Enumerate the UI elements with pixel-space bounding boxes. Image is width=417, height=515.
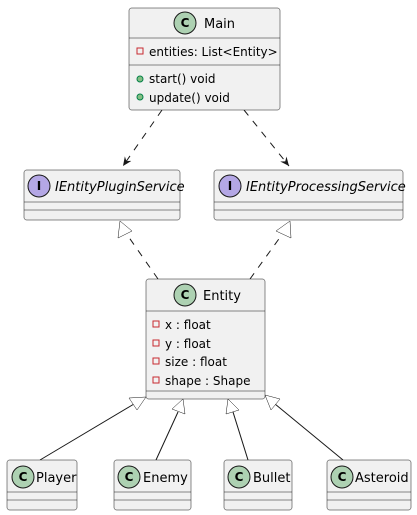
svg-text:C: C xyxy=(125,470,134,484)
edge-main-to-plugin-service xyxy=(122,109,163,167)
interface-title: IEntityProcessingService xyxy=(246,180,406,195)
class-badge-icon: C xyxy=(117,465,141,489)
private-field-icon xyxy=(152,320,160,328)
class-method: start() void xyxy=(149,72,216,86)
svg-text:C: C xyxy=(181,288,190,302)
class-badge-icon: C xyxy=(330,465,354,489)
edge-entity-realizes-processing-service xyxy=(249,220,292,280)
svg-text:I: I xyxy=(37,179,41,193)
class-badge-icon: C xyxy=(11,465,35,489)
class-title: Player xyxy=(36,471,77,486)
class-field: x : float xyxy=(165,318,211,332)
class-player[interactable]: C Player xyxy=(6,459,78,511)
svg-text:C: C xyxy=(19,470,28,484)
class-title: Enemy xyxy=(143,471,188,486)
class-title: Asteroid xyxy=(355,471,409,486)
edge-entity-realizes-plugin-service xyxy=(117,220,159,280)
svg-text:I: I xyxy=(228,179,232,193)
edge-player-extends-entity xyxy=(39,396,147,461)
interface-entity-processing-service[interactable]: I IEntityProcessingService xyxy=(213,169,406,221)
class-main[interactable]: C Main entities: List<Entity> start() vo… xyxy=(128,7,281,111)
interface-title: IEntityPluginService xyxy=(55,180,185,195)
class-title: Entity xyxy=(203,289,241,304)
svg-text:C: C xyxy=(235,470,244,484)
public-method-icon xyxy=(136,93,144,101)
class-badge-icon: C xyxy=(227,465,251,489)
class-entity[interactable]: C Entity x : float y : float size : floa… xyxy=(145,278,266,400)
class-title: Bullet xyxy=(253,471,290,486)
class-title: Main xyxy=(204,17,235,32)
class-field: shape : Shape xyxy=(165,374,250,388)
class-enemy[interactable]: C Enemy xyxy=(113,459,192,511)
interface-badge-icon: I xyxy=(27,174,51,198)
interface-badge-icon: I xyxy=(218,174,242,198)
class-field: entities: List<Entity> xyxy=(149,45,278,59)
public-method-icon xyxy=(136,75,144,83)
class-field: y : float xyxy=(165,337,211,351)
private-field-icon xyxy=(152,357,160,365)
edge-asteroid-extends-entity xyxy=(264,394,344,461)
edge-bullet-extends-entity xyxy=(225,398,249,461)
private-field-icon xyxy=(152,376,160,384)
class-bullet[interactable]: C Bullet xyxy=(223,459,293,511)
private-field-icon xyxy=(152,339,160,347)
relation-edges xyxy=(39,109,344,461)
private-field-icon xyxy=(136,47,144,55)
class-badge-icon: C xyxy=(173,11,197,35)
class-badge-icon: C xyxy=(173,283,197,307)
edge-enemy-extends-entity xyxy=(155,398,186,461)
class-asteroid[interactable]: C Asteroid xyxy=(326,459,412,511)
svg-text:C: C xyxy=(338,470,347,484)
class-method: update() void xyxy=(149,91,230,105)
svg-text:C: C xyxy=(181,16,190,30)
class-field: size : float xyxy=(165,355,227,369)
interface-entity-plugin-service[interactable]: I IEntityPluginService xyxy=(23,169,185,221)
edge-main-to-processing-service xyxy=(243,109,290,167)
